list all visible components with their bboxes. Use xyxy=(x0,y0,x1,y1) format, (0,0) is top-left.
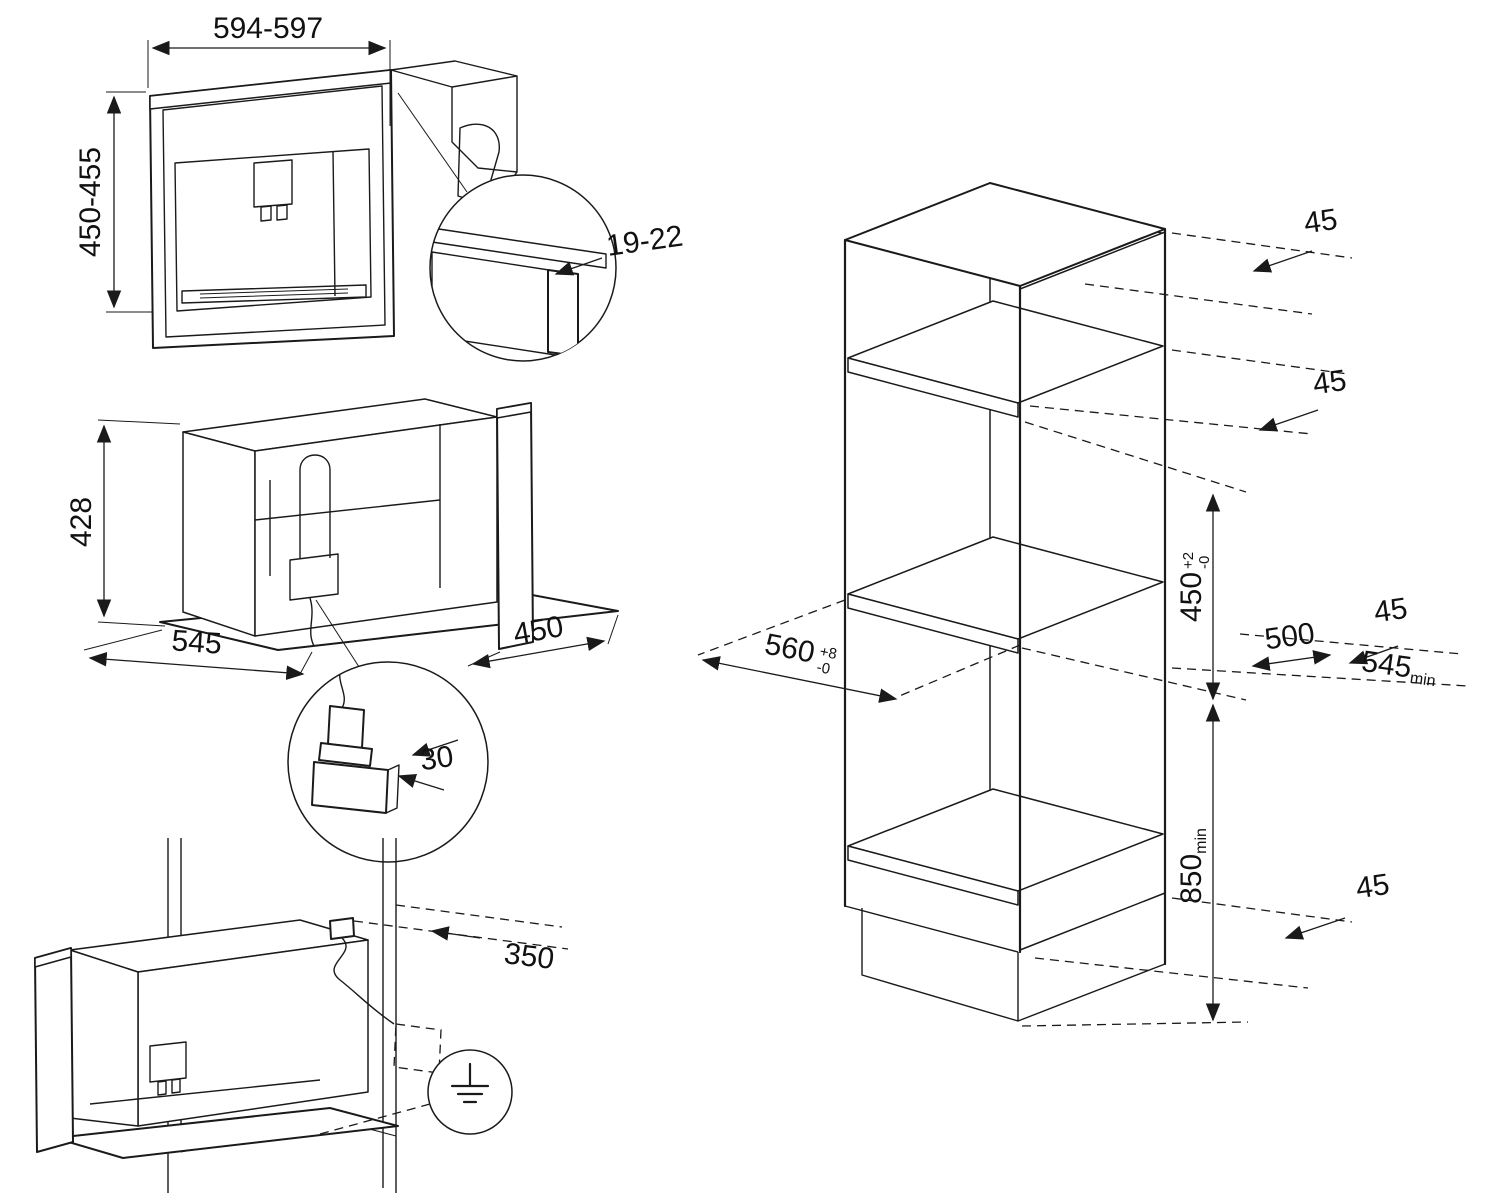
dim-cable-length: 350 xyxy=(502,937,556,976)
dim-niche-width: 560 xyxy=(762,628,817,670)
dim-niche-height: 450 xyxy=(1175,572,1208,622)
dim-niche-height-plus: +2 xyxy=(1180,552,1197,569)
dim-inner-depth: 500 xyxy=(1263,617,1317,657)
dim-plug-depth: 30 xyxy=(418,740,456,777)
coffee-spout xyxy=(253,159,293,208)
plug-body xyxy=(327,705,365,749)
door-detail-circle xyxy=(429,174,617,362)
dim-min-floor-height: 850min xyxy=(1175,828,1210,904)
ground-detail-circle xyxy=(427,1049,513,1135)
dim-clearance-upper: 45 xyxy=(1311,364,1349,401)
dim-niche-width-minus: -0 xyxy=(815,659,831,678)
mains-connector xyxy=(329,917,355,940)
cable-view: 350 xyxy=(34,838,569,1193)
dim-clearance-mid: 45 xyxy=(1372,592,1410,629)
dim-clearance-top: 45 xyxy=(1302,203,1340,240)
front-view: 594-597 450-455 19-22 xyxy=(74,12,685,362)
socket-position xyxy=(393,1023,442,1074)
mains-cable xyxy=(333,937,395,1025)
dim-front-width: 594-597 xyxy=(213,12,323,45)
dim-body-height: 428 xyxy=(65,497,98,547)
dim-min-depth: 545min xyxy=(1359,645,1439,690)
dim-niche-width-plus: +8 xyxy=(818,643,838,663)
dim-front-height: 450-455 xyxy=(74,147,107,257)
cabinet-view: 45 45 450 +2 -0 45 500 545min xyxy=(697,182,1469,1027)
dim-body-depth: 545 xyxy=(171,624,223,660)
drip-tray xyxy=(181,284,367,304)
dim-niche-height-minus: -0 xyxy=(1196,556,1213,569)
power-cord xyxy=(309,597,315,647)
earth-ground-icon xyxy=(450,1062,490,1104)
dim-clearance-bottom: 45 xyxy=(1354,868,1392,905)
boiler-pipe xyxy=(299,454,331,558)
dim-panel-thickness: 19-22 xyxy=(604,220,685,263)
body-view: 428 545 450 30 xyxy=(65,398,619,863)
pump xyxy=(289,553,339,601)
